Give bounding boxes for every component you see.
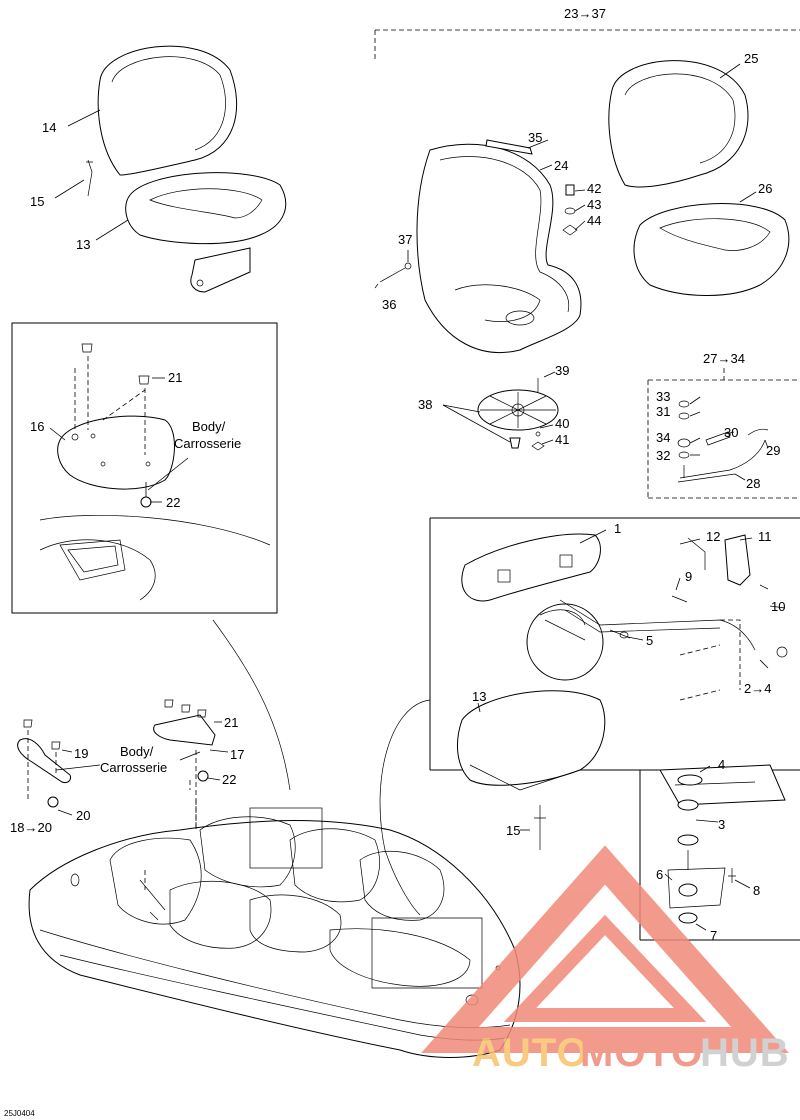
watermark-text-hub: HUB — [700, 1031, 790, 1075]
callout-17: 17 — [230, 747, 244, 762]
callout-40: 40 — [555, 416, 569, 431]
callout-14: 14 — [42, 120, 56, 135]
callout-7: 7 — [710, 928, 717, 943]
watermark-text-auto: AUTO — [472, 1031, 589, 1075]
callout-numbers: 1 3 4 5 6 7 8 9 10 11 12 13 13 14 15 15 … — [30, 51, 785, 943]
callout-36: 36 — [382, 297, 396, 312]
seat-shell-center — [374, 139, 582, 451]
latch-assembly — [677, 400, 769, 483]
range-label-2-4: 2→4 — [744, 681, 771, 696]
range-label-27-34: 27→34 — [703, 351, 745, 366]
callout-10: 10 — [771, 599, 785, 614]
callout-11: 11 — [758, 529, 772, 544]
callout-41: 41 — [555, 432, 569, 447]
seat-bracket-parts — [457, 533, 788, 924]
callout-13-top: 13 — [76, 237, 90, 252]
range-bracket-23-37 — [374, 29, 800, 62]
callout-6: 6 — [656, 867, 663, 882]
callout-15-right: 15 — [506, 823, 520, 838]
callout-32: 32 — [656, 448, 670, 463]
body-label-box-line2: Carrosserie — [174, 436, 241, 451]
callout-43: 43 — [587, 197, 601, 212]
drawing-code: 25J0404 — [4, 1109, 35, 1118]
callout-33: 33 — [656, 389, 670, 404]
callout-3: 3 — [718, 817, 725, 832]
callout-12: 12 — [706, 529, 720, 544]
watermark-logo: AUTO MOTO HUB — [421, 845, 790, 1075]
callout-20: 20 — [76, 808, 90, 823]
callout-42: 42 — [587, 181, 601, 196]
callout-1: 1 — [614, 521, 621, 536]
callout-15-top: 15 — [30, 194, 44, 209]
callout-30: 30 — [724, 425, 738, 440]
cover-plate-16 — [57, 343, 175, 508]
callout-5: 5 — [646, 633, 653, 648]
triangle-logo-icon — [421, 845, 789, 1053]
callout-28: 28 — [746, 476, 760, 491]
callout-13-right: 13 — [472, 689, 486, 704]
watermark-text-moto: MOTO — [580, 1031, 703, 1075]
callout-44: 44 — [587, 213, 601, 228]
callout-29: 29 — [766, 443, 780, 458]
callout-31: 31 — [656, 404, 670, 419]
callout-35: 35 — [528, 130, 542, 145]
callout-19: 19 — [74, 746, 88, 761]
body-label-bottom-line1: Body/ — [120, 744, 154, 759]
body-label-box-line1: Body/ — [192, 419, 226, 434]
callout-9: 9 — [685, 569, 692, 584]
range-label-23-37: 23→37 — [564, 6, 606, 21]
callout-39: 39 — [555, 363, 569, 378]
detail-box-left — [11, 322, 278, 614]
body-label-bottom-line2: Carrosserie — [100, 760, 167, 775]
callout-16: 16 — [30, 419, 44, 434]
callout-38: 38 — [418, 397, 432, 412]
callout-21-bottom: 21 — [224, 715, 238, 730]
callout-25: 25 — [744, 51, 758, 66]
callout-8: 8 — [753, 883, 760, 898]
callout-34: 34 — [656, 430, 670, 445]
callout-22-bottom: 22 — [222, 772, 236, 787]
callout-21-box: 21 — [168, 370, 182, 385]
seat-assembly-left — [86, 45, 287, 293]
inner-triangle-icon — [503, 914, 707, 1022]
seat-assembly-right — [608, 60, 790, 296]
body-hatch-left — [39, 514, 271, 601]
leader-curve-right — [379, 699, 431, 916]
callout-4: 4 — [718, 757, 725, 772]
callout-26: 26 — [758, 181, 772, 196]
callout-22-box: 22 — [166, 495, 180, 510]
boat-hull — [28, 800, 521, 1058]
small-bracket-parts — [17, 699, 216, 830]
callout-24: 24 — [554, 158, 568, 173]
range-label-18-20: 18→20 — [10, 820, 52, 835]
callout-37: 37 — [398, 232, 412, 247]
leader-curve-left — [212, 619, 291, 791]
